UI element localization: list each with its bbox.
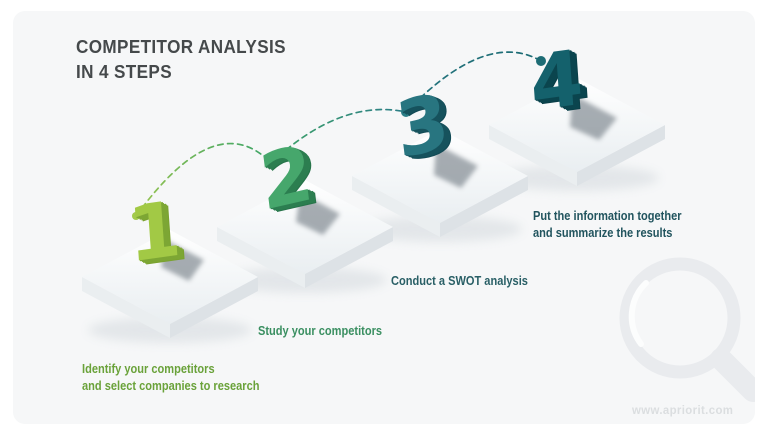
caption-line: Identify your competitors [82,361,215,376]
step-caption-3: Conduct a SWOT analysis [391,272,528,289]
card-background: COMPETITOR ANALYSIS IN 4 STEPS 1 2 3 4 I… [13,11,755,424]
step-caption-1: Identify your competitors and select com… [82,360,259,394]
step-dot-3 [401,107,411,117]
platform-3 [352,129,528,237]
connector-arc-3 [405,51,542,113]
magnifier-icon [619,257,755,402]
platform-2 [217,180,393,288]
step-dot-1 [132,212,140,220]
digit-hole-shadow [434,144,478,188]
step-caption-2: Study your competitors [258,322,382,339]
caption-line: Study your competitors [258,323,383,338]
digit-hole-shadow [570,94,617,140]
digit-hole-shadow [161,240,204,281]
step-dot-4 [536,56,546,66]
scene-graphic [82,51,755,402]
caption-line: Put the information together [533,208,682,223]
step-number-4: 4 [527,32,586,129]
platform-1 [82,230,258,338]
caption-line: and select companies to research [82,378,260,393]
step-number-2: 2 [255,127,318,228]
step-number-1: 1 [125,183,184,280]
connector-arc-1 [135,142,272,217]
step-caption-4: Put the information together and summari… [533,207,682,241]
caption-line: and summarize the results [533,225,673,240]
page-title: COMPETITOR ANALYSIS IN 4 STEPS [76,35,286,85]
step-dot-2 [266,158,276,168]
website-url: www.apriorit.com [632,403,734,417]
caption-line: Conduct a SWOT analysis [391,273,528,288]
connector-arc-2 [270,108,407,164]
step-number-3: 3 [391,75,454,176]
title-line-2: IN 4 STEPS [76,62,172,82]
platform-4 [489,78,665,186]
title-line-1: COMPETITOR ANALYSIS [76,37,286,57]
digit-hole-shadow [296,192,340,235]
